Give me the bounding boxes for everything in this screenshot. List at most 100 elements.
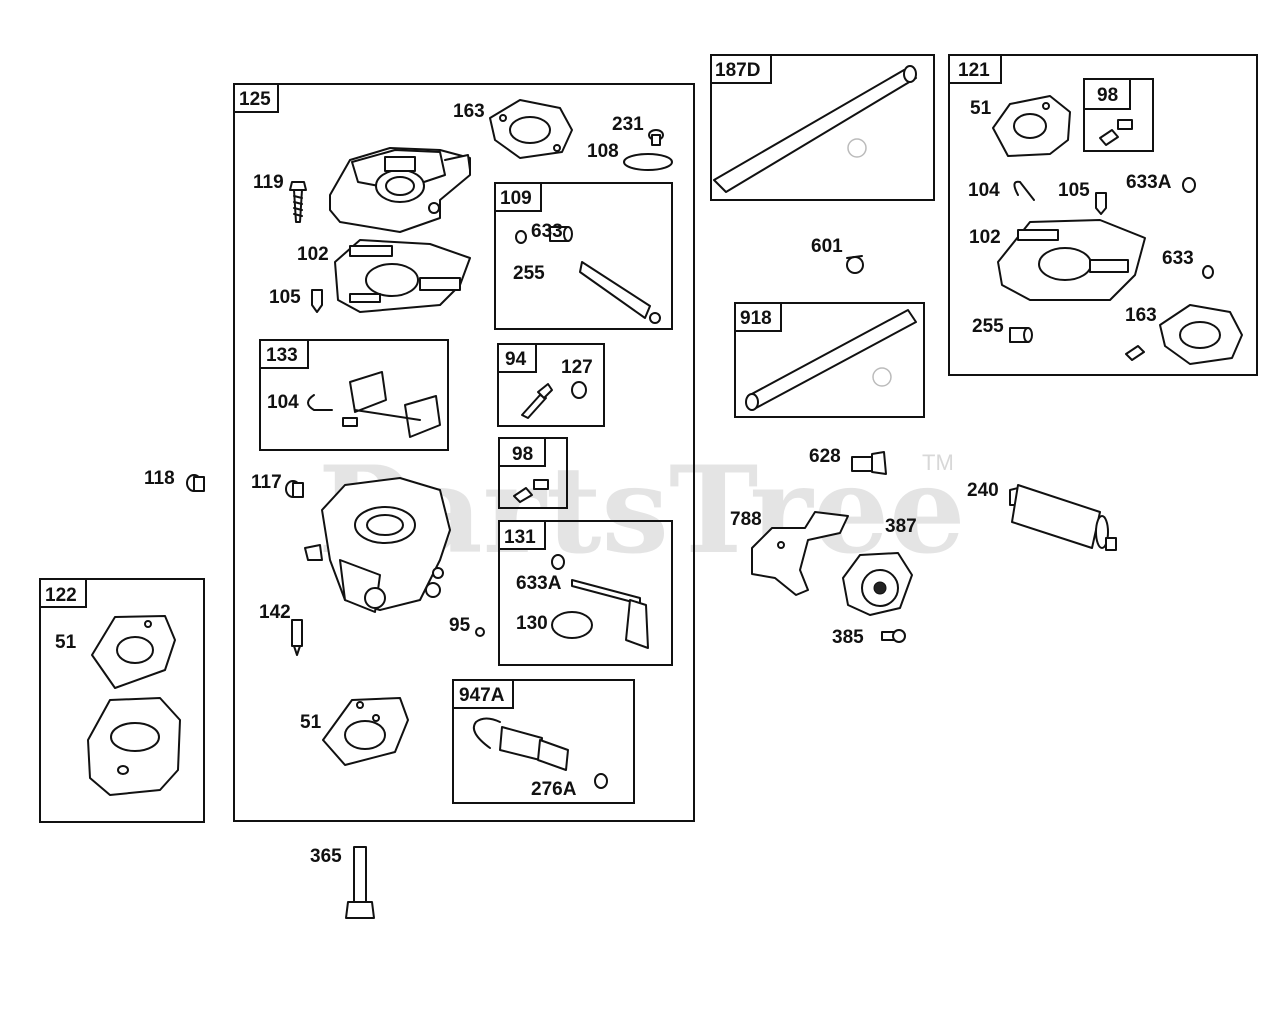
kit-98-lower[interactable]: 98 xyxy=(498,437,568,509)
kit-122-label: 122 xyxy=(45,585,77,606)
washer-633A-kit121-part[interactable] xyxy=(1182,177,1196,193)
needle-94-part[interactable] xyxy=(521,383,553,419)
kit-98-upper[interactable]: 98 xyxy=(1083,78,1154,152)
callout-365[interactable]: 365 xyxy=(310,846,342,867)
callout-633-kit121[interactable]: 633 xyxy=(1162,248,1194,269)
o-ring-127-part[interactable] xyxy=(571,381,587,399)
callout-51[interactable]: 51 xyxy=(300,712,322,733)
gasket-163-kit121-part[interactable] xyxy=(1159,304,1243,365)
choke-shaft-part[interactable] xyxy=(571,579,649,649)
throttle-shaft-part[interactable] xyxy=(579,261,661,324)
kit-947A[interactable]: 947A xyxy=(452,679,635,804)
screw-628-part[interactable] xyxy=(851,451,887,475)
callout-628[interactable]: 628 xyxy=(809,446,841,467)
kit-131[interactable]: 131 xyxy=(498,520,673,666)
kit-94-label: 94 xyxy=(505,349,527,370)
float-133-part[interactable] xyxy=(307,371,441,438)
callout-163[interactable]: 163 xyxy=(453,101,485,122)
callout-130[interactable]: 130 xyxy=(516,613,548,634)
screw-231-part[interactable] xyxy=(648,129,664,146)
callout-102-kit121[interactable]: 102 xyxy=(969,227,1001,248)
callout-788[interactable]: 788 xyxy=(730,509,762,530)
callout-142[interactable]: 142 xyxy=(259,602,291,623)
callout-231[interactable]: 231 xyxy=(612,114,644,135)
gasket-51-lower-part[interactable] xyxy=(322,697,409,766)
gasket-102-part[interactable] xyxy=(334,239,471,313)
callout-118[interactable]: 118 xyxy=(144,468,175,489)
callout-95[interactable]: 95 xyxy=(449,615,471,636)
kit-918-label: 918 xyxy=(740,308,772,329)
washer-633-kit121-part[interactable] xyxy=(1202,265,1214,279)
fitting-117-part[interactable] xyxy=(285,480,304,498)
spacer-part[interactable] xyxy=(87,697,181,796)
gasket-51-kit122-part[interactable] xyxy=(91,615,176,689)
callout-387[interactable]: 387 xyxy=(885,516,917,537)
callout-104[interactable]: 104 xyxy=(267,392,299,413)
kit-121[interactable]: 121 xyxy=(948,54,1258,376)
callout-385[interactable]: 385 xyxy=(832,627,864,648)
kit-125[interactable]: 125 xyxy=(233,83,695,822)
kit-133[interactable]: 133 xyxy=(259,339,449,451)
bracket-788-part[interactable] xyxy=(751,511,849,596)
hose-918-part[interactable] xyxy=(745,309,917,411)
screw-95-part[interactable] xyxy=(475,627,485,637)
spring-98-upper-part[interactable] xyxy=(1099,119,1133,146)
kit-122[interactable]: 122 xyxy=(39,578,205,823)
kit-94[interactable]: 94 xyxy=(497,343,605,427)
kit-947A-label: 947A xyxy=(459,685,505,706)
hose-187D-part[interactable] xyxy=(713,65,917,193)
bolt-365-part[interactable] xyxy=(345,846,375,919)
clamp-601-part[interactable] xyxy=(846,255,864,274)
callout-633A-kit121[interactable]: 633A xyxy=(1126,172,1172,193)
callout-163-kit121[interactable]: 163 xyxy=(1125,305,1157,326)
gasket-51-kit121-part[interactable] xyxy=(992,95,1071,157)
plate-108-part[interactable] xyxy=(623,153,673,171)
spring-clip-104-part[interactable] xyxy=(1013,180,1035,201)
callout-102[interactable]: 102 xyxy=(297,244,329,265)
callout-255[interactable]: 255 xyxy=(513,263,545,284)
fuel-pump-387-part[interactable] xyxy=(842,552,913,616)
washer-633A-part[interactable] xyxy=(551,554,565,570)
kit-187D-label: 187D xyxy=(715,60,760,81)
kit-187D[interactable]: 187D xyxy=(710,54,935,201)
callout-105-kit121[interactable]: 105 xyxy=(1058,180,1090,201)
callout-276A[interactable]: 276A xyxy=(531,779,577,800)
kit-109-label: 109 xyxy=(500,188,532,209)
callout-127[interactable]: 127 xyxy=(561,357,593,378)
fuel-filter-240-part[interactable] xyxy=(1009,484,1117,551)
callout-105[interactable]: 105 xyxy=(269,287,301,308)
carburetor-body-part[interactable] xyxy=(304,477,451,613)
callout-633[interactable]: 633 xyxy=(531,221,563,242)
choke-plate-130-part[interactable] xyxy=(551,611,593,639)
solenoid-947A-part[interactable] xyxy=(472,717,608,789)
callout-108[interactable]: 108 xyxy=(587,141,619,162)
callout-633A[interactable]: 633A xyxy=(516,573,562,594)
callout-104-kit121[interactable]: 104 xyxy=(968,180,1000,201)
kit-121-label: 121 xyxy=(958,60,990,81)
kit-918[interactable]: 918 xyxy=(734,302,925,418)
gasket-163-part[interactable] xyxy=(489,99,573,159)
bushing-255-kit121-part[interactable] xyxy=(1009,327,1033,343)
screw-385-part[interactable] xyxy=(881,629,906,643)
screw-119-part[interactable] xyxy=(289,181,307,223)
kit-109[interactable]: 109 xyxy=(494,182,673,330)
spring-98-lower-part[interactable] xyxy=(513,479,549,503)
spring-kit121-part[interactable] xyxy=(1125,345,1145,361)
jet-142-part[interactable] xyxy=(291,619,303,656)
needle-valve-105-part[interactable] xyxy=(311,289,323,313)
washer-633-part[interactable] xyxy=(515,230,527,244)
kit-98-lower-label: 98 xyxy=(512,444,533,465)
callout-601[interactable]: 601 xyxy=(811,236,843,257)
carburetor-top-part[interactable] xyxy=(329,147,471,233)
fitting-118-part[interactable] xyxy=(186,474,205,492)
needle-valve-105-kit121-part[interactable] xyxy=(1095,192,1107,215)
callout-117[interactable]: 117 xyxy=(251,472,282,493)
callout-51-kit122[interactable]: 51 xyxy=(55,632,77,653)
callout-240[interactable]: 240 xyxy=(967,480,999,501)
callout-51-kit121[interactable]: 51 xyxy=(970,98,992,119)
callout-255-kit121[interactable]: 255 xyxy=(972,316,1004,337)
callout-119[interactable]: 119 xyxy=(253,172,284,193)
gasket-102-kit121-part[interactable] xyxy=(997,219,1146,301)
bushing-255-part[interactable] xyxy=(549,226,573,242)
